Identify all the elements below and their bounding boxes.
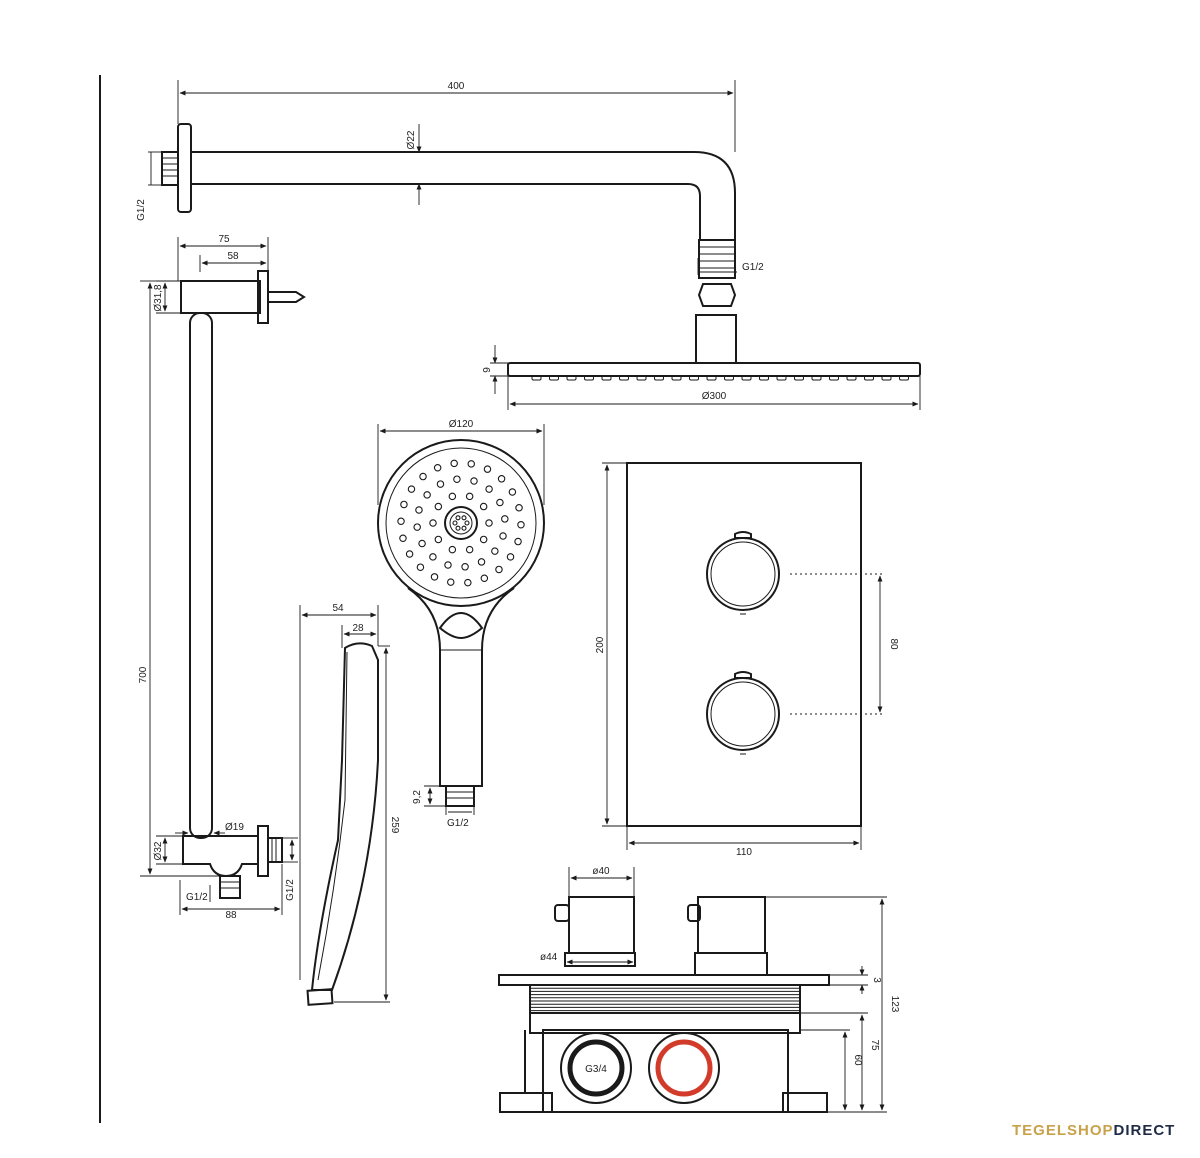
dim-plate-height: 200 bbox=[595, 636, 606, 653]
dim-holder-depth: 75 bbox=[218, 234, 230, 245]
dim-arm-diameter: Ø22 bbox=[406, 130, 417, 149]
dim-head-thickness: 9 bbox=[482, 367, 493, 373]
hand-shower-front bbox=[377, 439, 545, 807]
dim-side-width: 54 bbox=[332, 603, 344, 614]
dim-bottom-diameter: Ø32 bbox=[153, 841, 164, 860]
concealed-valve: G3/4 bbox=[498, 896, 830, 1113]
dim-bottom-width: 88 bbox=[225, 910, 237, 921]
brand-part2: DIRECT bbox=[1113, 1122, 1176, 1139]
dim-valve-box: 60 bbox=[852, 1054, 863, 1066]
dim-holder-depth2: 58 bbox=[227, 251, 239, 262]
dim-rail-length: 700 bbox=[138, 666, 149, 683]
dim-handshower-diameter: Ø120 bbox=[449, 419, 474, 430]
dim-holder-diameter: Ø31,8 bbox=[153, 284, 164, 312]
rain-shower-head bbox=[507, 362, 921, 381]
dim-plate-width: 110 bbox=[736, 847, 752, 858]
thermostat-front-plate bbox=[626, 462, 862, 827]
brand-part1: TEGELSHOP bbox=[1012, 1122, 1114, 1139]
dim-arm-length: 400 bbox=[448, 81, 465, 92]
hot-connection-ring bbox=[655, 1039, 713, 1097]
slide-rail bbox=[180, 270, 306, 899]
dim-handshower-thread-height: 9,2 bbox=[412, 790, 423, 804]
shower-arm bbox=[161, 123, 737, 364]
brand-logo: TEGELSHOPDIRECT bbox=[1012, 1122, 1175, 1139]
dim-valve-diameter: ø40 bbox=[592, 866, 610, 877]
dim-side-width2: 28 bbox=[352, 623, 364, 634]
dim-valve-plate: 3 bbox=[871, 977, 882, 983]
hand-shower-nozzles bbox=[397, 459, 525, 587]
dim-bottom-thread-left: G1/2 bbox=[186, 892, 208, 903]
dim-arm-thread: G1/2 bbox=[136, 199, 147, 221]
dim-side-length: 259 bbox=[389, 817, 400, 834]
dim-handshower-thread: G1/2 bbox=[447, 818, 469, 829]
dim-valve-base-diameter: ø44 bbox=[540, 952, 558, 963]
valve-ribs bbox=[530, 987, 800, 1012]
dim-knob-spacing: 80 bbox=[888, 638, 899, 650]
hand-shower-side bbox=[306, 642, 379, 1006]
head-nozzles bbox=[531, 375, 909, 381]
valve-connection-label: G3/4 bbox=[585, 1064, 607, 1075]
dim-valve-body: 75 bbox=[869, 1039, 880, 1051]
dim-valve-total: 123 bbox=[889, 996, 900, 1013]
dim-rail-diameter: Ø19 bbox=[225, 822, 244, 833]
dim-head-thread: G1/2 bbox=[742, 262, 764, 273]
cold-connection-ring bbox=[567, 1039, 625, 1097]
dim-head-diameter: Ø300 bbox=[702, 391, 727, 402]
dim-bottom-thread-right: G1/2 bbox=[285, 879, 296, 901]
